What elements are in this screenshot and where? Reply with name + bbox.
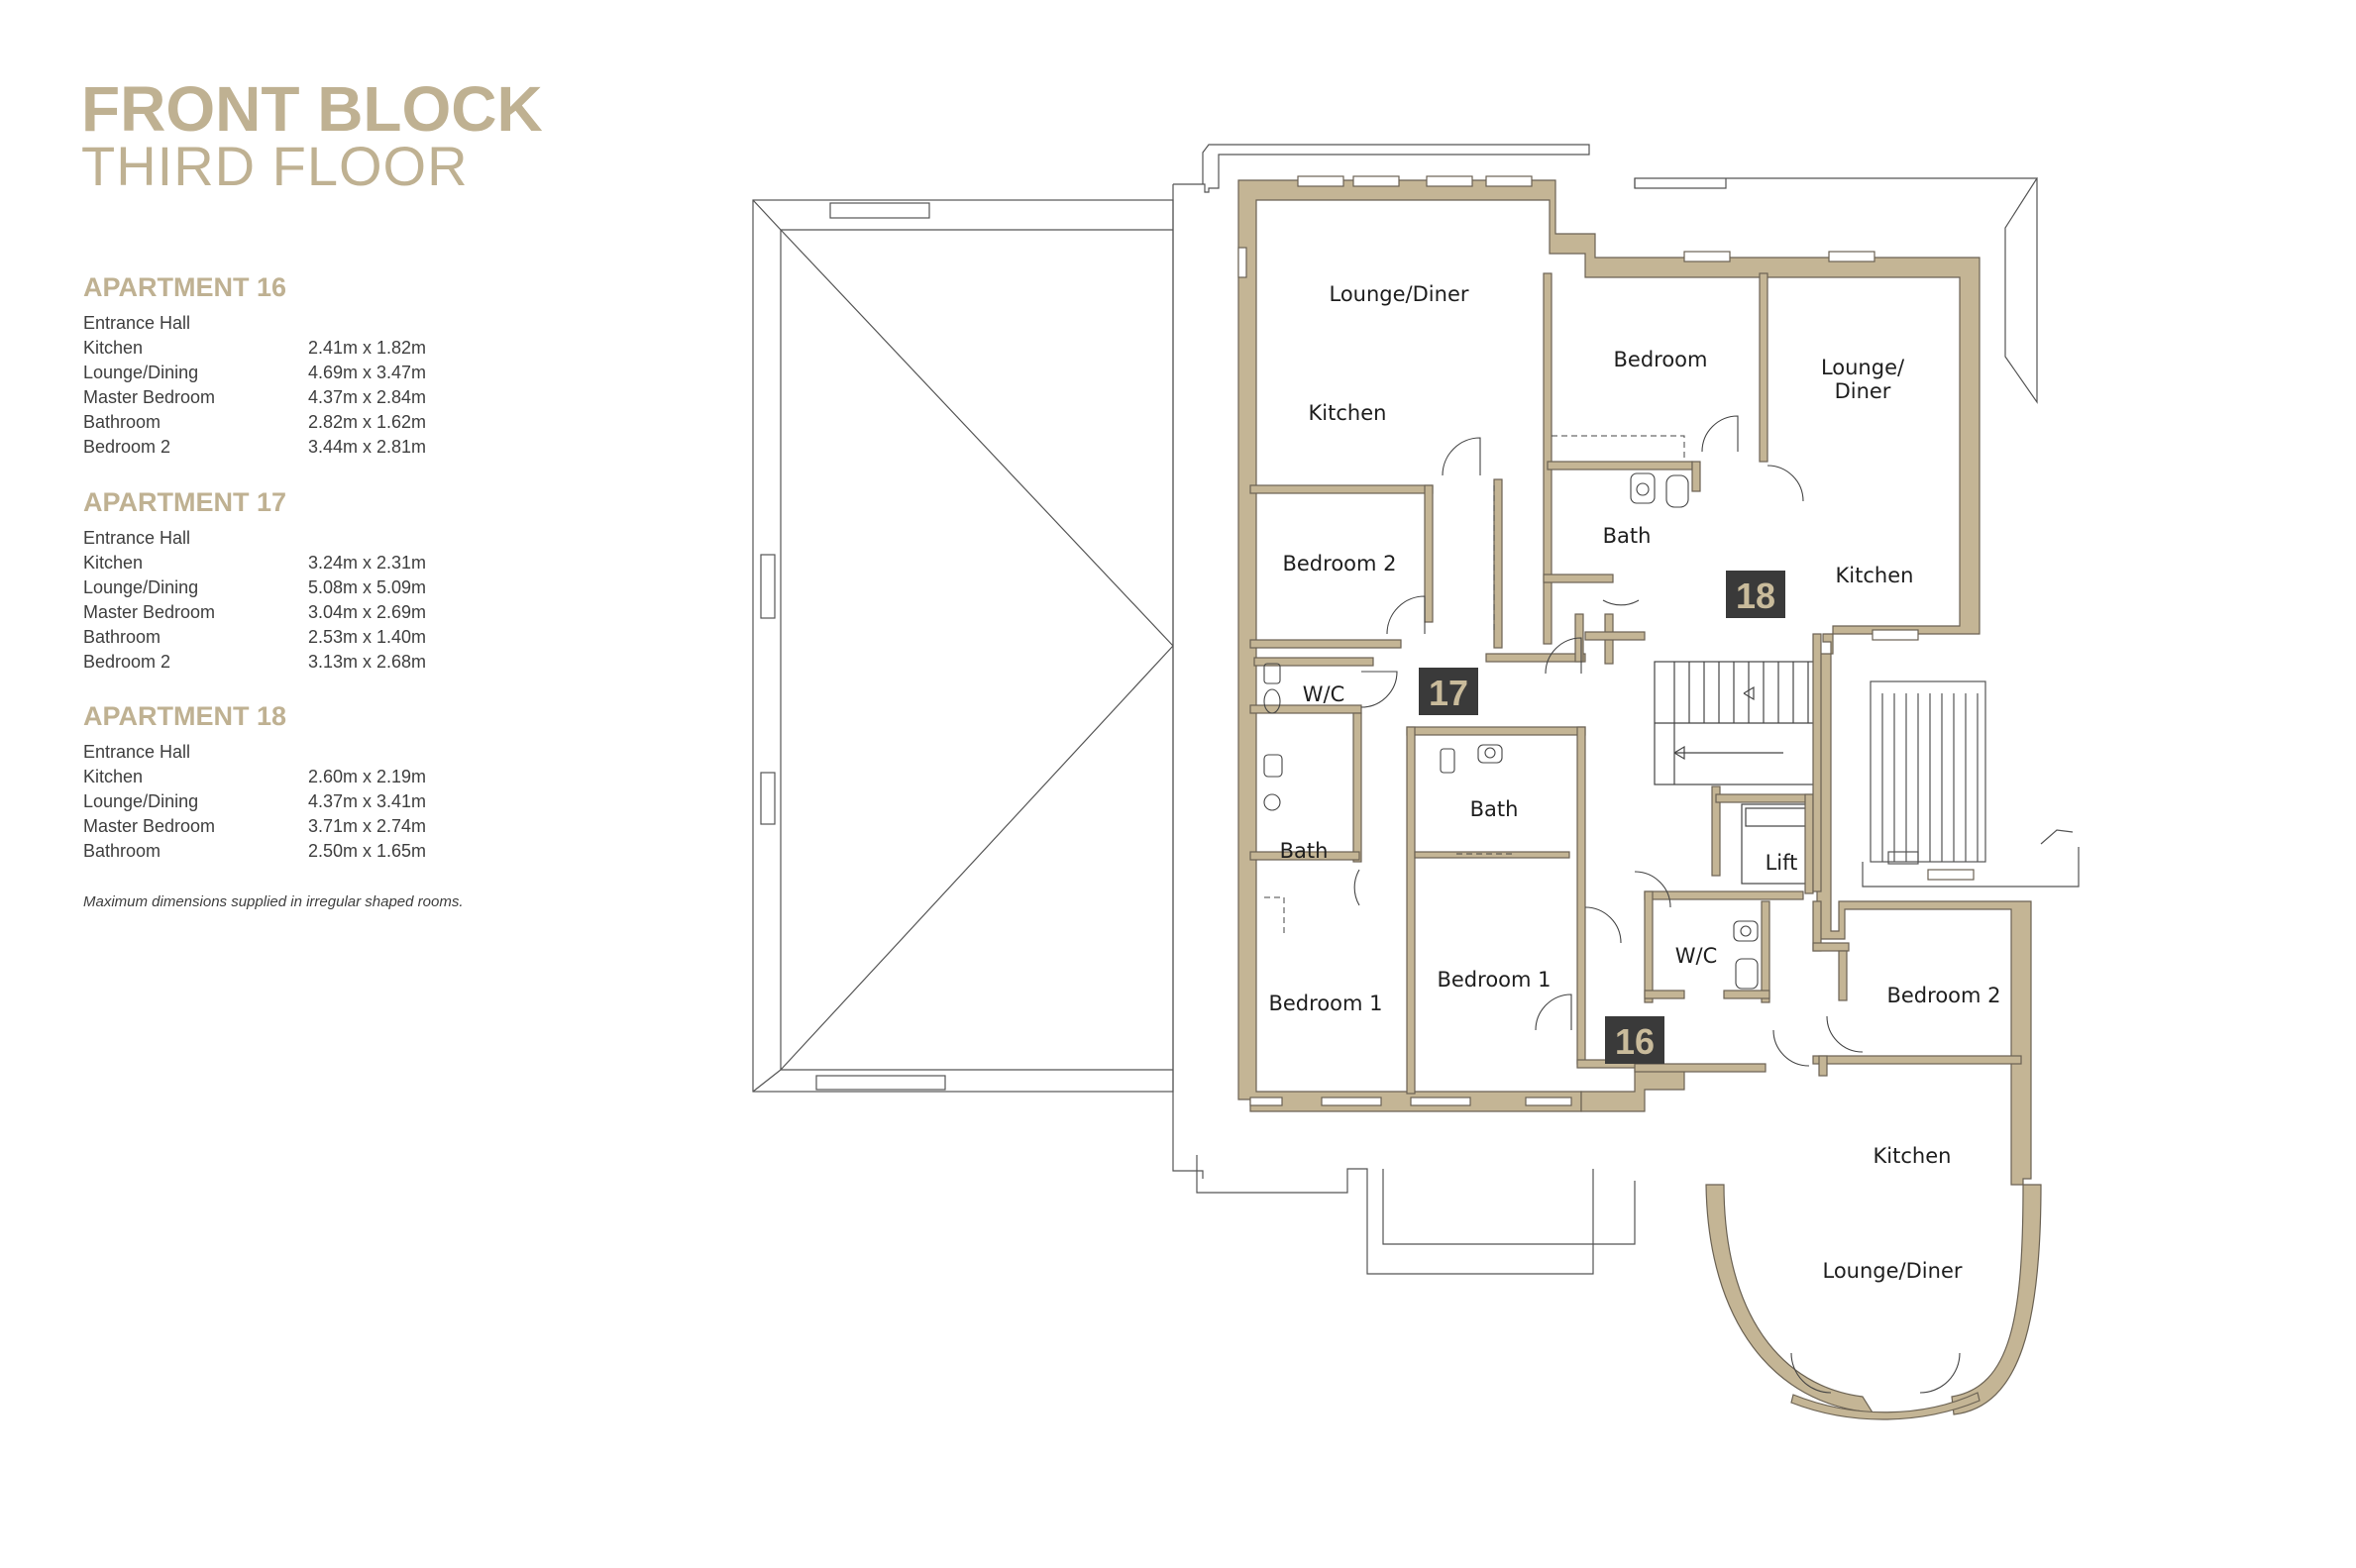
room-dims: 4.69m x 3.47m: [307, 362, 426, 382]
room-row: Master Bedroom 4.37m x 2.84m: [83, 385, 440, 410]
room-name: Bathroom: [83, 411, 161, 432]
room-dims: 2.41m x 1.82m: [307, 337, 426, 358]
room-row: Bathroom 2.82m x 1.62m: [83, 410, 440, 435]
page-title: FRONT BLOCK: [81, 73, 543, 145]
room-label-bedroom-2: Bedroom 2: [1886, 984, 2000, 1007]
room-row: Kitchen 3.24m x 2.31m: [83, 551, 440, 575]
room-label-wc: W/C: [1303, 682, 1345, 706]
room-name: Lounge/Dining: [83, 362, 199, 382]
room-name: Bathroom: [83, 840, 161, 861]
balcony-grille: [1870, 680, 1986, 863]
room-name: Master Bedroom: [83, 601, 216, 622]
apartment-16-schedule: APARTMENT 16 Entrance Hall Kitchen 2.41m …: [83, 272, 440, 460]
room-row: Bathroom 2.53m x 1.40m: [83, 625, 440, 650]
room-label-bedroom-1: Bedroom 1: [1437, 968, 1551, 992]
room-row: Entrance Hall: [83, 311, 440, 336]
room-label-bedroom-1: Bedroom 1: [1268, 992, 1382, 1015]
room-row: Kitchen 2.60m x 2.19m: [83, 765, 440, 789]
room-label-kitchen: Kitchen: [1874, 1144, 1952, 1168]
room-name: Master Bedroom: [83, 815, 216, 836]
room-name: Lounge/Dining: [83, 576, 199, 597]
room-dims: 2.60m x 2.19m: [307, 766, 426, 786]
room-dims: 3.71m x 2.74m: [307, 815, 426, 836]
room-label-bath: Bath: [1280, 839, 1329, 863]
apartment-heading: APARTMENT 17: [83, 487, 287, 517]
badge-number: 18: [1736, 575, 1775, 616]
apartment-18-schedule: APARTMENT 18 Entrance Hall Kitchen 2.60m …: [83, 701, 440, 864]
room-name: Kitchen: [83, 766, 144, 786]
room-name: Entrance Hall: [83, 312, 191, 333]
room-label-lounge-diner: Lounge/Diner: [1330, 282, 1469, 306]
room-label-wc: W/C: [1675, 944, 1718, 968]
room-row: Lounge/Dining 4.37m x 3.41m: [83, 789, 440, 814]
apartment-badge-16: 16: [1605, 1016, 1664, 1064]
room-name: Bedroom 2: [83, 651, 171, 672]
room-label-lift: Lift: [1766, 851, 1798, 875]
room-label-kitchen: Kitchen: [1309, 401, 1387, 425]
room-label-lounge-diner: Diner: [1835, 379, 1891, 403]
room-row: Kitchen 2.41m x 1.82m: [83, 336, 440, 361]
room-dims: 5.08m x 5.09m: [307, 576, 426, 597]
room-row: Master Bedroom 3.71m x 2.74m: [83, 814, 440, 839]
apartment-heading: APARTMENT 16: [83, 272, 287, 302]
apartment-badge-18: 18: [1726, 571, 1785, 618]
room-dims: 3.24m x 2.31m: [307, 552, 426, 573]
room-dims: 2.82m x 1.62m: [307, 411, 426, 432]
badge-number: 17: [1429, 673, 1468, 713]
room-row: Master Bedroom 3.04m x 2.69m: [83, 600, 440, 625]
page-subtitle: THIRD FLOOR: [81, 135, 469, 197]
room-dims: 3.13m x 2.68m: [307, 651, 426, 672]
room-dims: 4.37m x 3.41m: [307, 790, 426, 811]
room-dims: 3.04m x 2.69m: [307, 601, 426, 622]
apartment-heading: APARTMENT 18: [83, 701, 287, 731]
room-row: Entrance Hall: [83, 526, 440, 551]
dimensions-note: Maximum dimensions supplied in irregular…: [83, 893, 464, 910]
room-row: Entrance Hall: [83, 740, 440, 765]
room-labels: Lounge/Diner Kitchen Bedroom 2 W/C Bath …: [1268, 282, 2000, 1283]
room-label-kitchen: Kitchen: [1836, 564, 1914, 587]
room-dims: 4.37m x 2.84m: [307, 386, 426, 407]
room-label-bedroom: Bedroom: [1614, 348, 1708, 371]
room-label-lounge-diner: Lounge/Diner: [1823, 1259, 1963, 1283]
room-label-bedroom-2: Bedroom 2: [1282, 552, 1396, 575]
badge-number: 16: [1615, 1021, 1655, 1062]
room-row: Lounge/Dining 5.08m x 5.09m: [83, 575, 440, 600]
apartment-badge-17: 17: [1419, 668, 1478, 715]
room-name: Entrance Hall: [83, 741, 191, 762]
dashed-guides: [1264, 435, 1685, 935]
room-row: Bedroom 2 3.13m x 2.68m: [83, 650, 440, 675]
room-dims: 3.44m x 2.81m: [307, 436, 426, 457]
windows: [1237, 175, 1975, 1106]
room-name: Lounge/Dining: [83, 790, 199, 811]
apartment-17-schedule: APARTMENT 17 Entrance Hall Kitchen 3.24m …: [83, 487, 440, 675]
room-row: Bedroom 2 3.44m x 2.81m: [83, 435, 440, 460]
room-name: Kitchen: [83, 337, 144, 358]
room-name: Kitchen: [83, 552, 144, 573]
room-row: Bathroom 2.50m x 1.65m: [83, 839, 440, 864]
room-name: Entrance Hall: [83, 527, 191, 548]
room-label-bath: Bath: [1603, 524, 1652, 548]
room-name: Bedroom 2: [83, 436, 171, 457]
room-label-bath: Bath: [1470, 797, 1519, 821]
room-dims: 2.53m x 1.40m: [307, 626, 426, 647]
room-label-lounge-diner: Lounge/: [1821, 356, 1905, 379]
doors: [1353, 415, 1961, 1394]
eaves-outline: [1172, 144, 2080, 1275]
room-row: Lounge/Dining 4.69m x 3.47m: [83, 361, 440, 385]
room-name: Bathroom: [83, 626, 161, 647]
adjacent-roof: [752, 199, 1174, 1093]
room-name: Master Bedroom: [83, 386, 216, 407]
room-dims: 2.50m x 1.65m: [307, 840, 426, 861]
fixtures: [1263, 472, 1759, 990]
stairwell: [1654, 661, 1824, 885]
